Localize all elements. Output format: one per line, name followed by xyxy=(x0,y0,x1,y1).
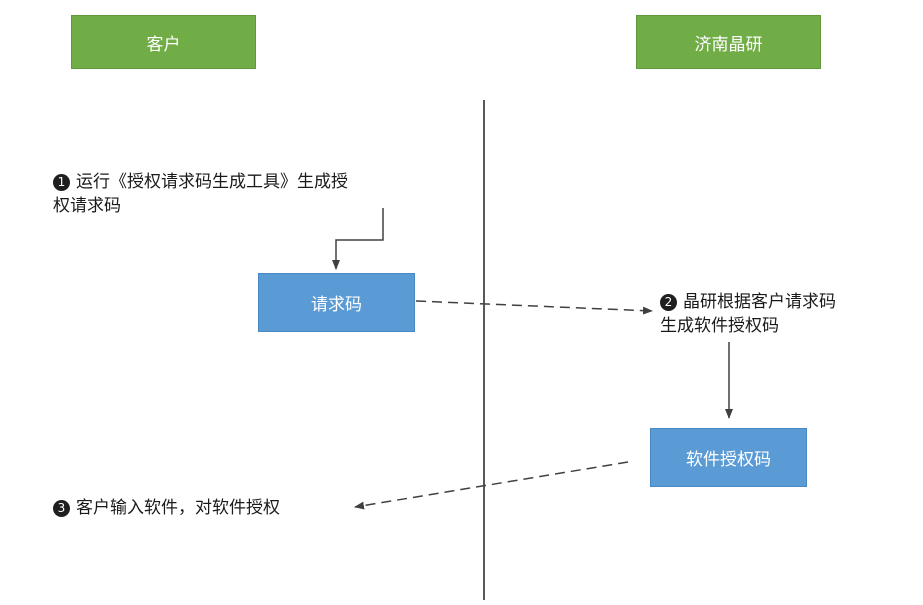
step-3-line-1: 客户输入软件，对软件授权 xyxy=(76,498,280,518)
step-3-text: 3 客户输入软件，对软件授权 xyxy=(53,496,280,520)
step-1-number-badge: 1 xyxy=(53,174,70,191)
arrow-license-code-to-step3 xyxy=(354,461,629,510)
arrow-step1-to-request-code xyxy=(332,208,384,270)
lane-header-customer: 客户 xyxy=(71,15,256,69)
license-code-box: 软件授权码 xyxy=(650,428,807,487)
step-1-line-2: 权请求码 xyxy=(53,196,121,216)
lane-header-customer-label: 客户 xyxy=(146,34,181,55)
step-2-number-badge: 2 xyxy=(660,294,677,311)
step-1-line-1: 运行《授权请求码生成工具》生成授 xyxy=(76,172,348,192)
step-1-text: 1 运行《授权请求码生成工具》生成授 权请求码 xyxy=(53,170,348,218)
lane-divider xyxy=(483,100,485,600)
step-2-line-2: 生成软件授权码 xyxy=(660,316,779,336)
lane-header-company: 济南晶研 xyxy=(636,15,821,69)
step-3-number-badge: 3 xyxy=(53,500,70,517)
lane-header-company-label: 济南晶研 xyxy=(694,34,763,55)
license-code-label: 软件授权码 xyxy=(686,450,771,470)
arrow-request-code-to-step2 xyxy=(415,300,653,315)
request-code-box: 请求码 xyxy=(258,273,415,332)
step-2-text: 2 晶研根据客户请求码 生成软件授权码 xyxy=(660,290,836,338)
step-2-line-1: 晶研根据客户请求码 xyxy=(683,292,836,312)
request-code-label: 请求码 xyxy=(311,295,362,315)
